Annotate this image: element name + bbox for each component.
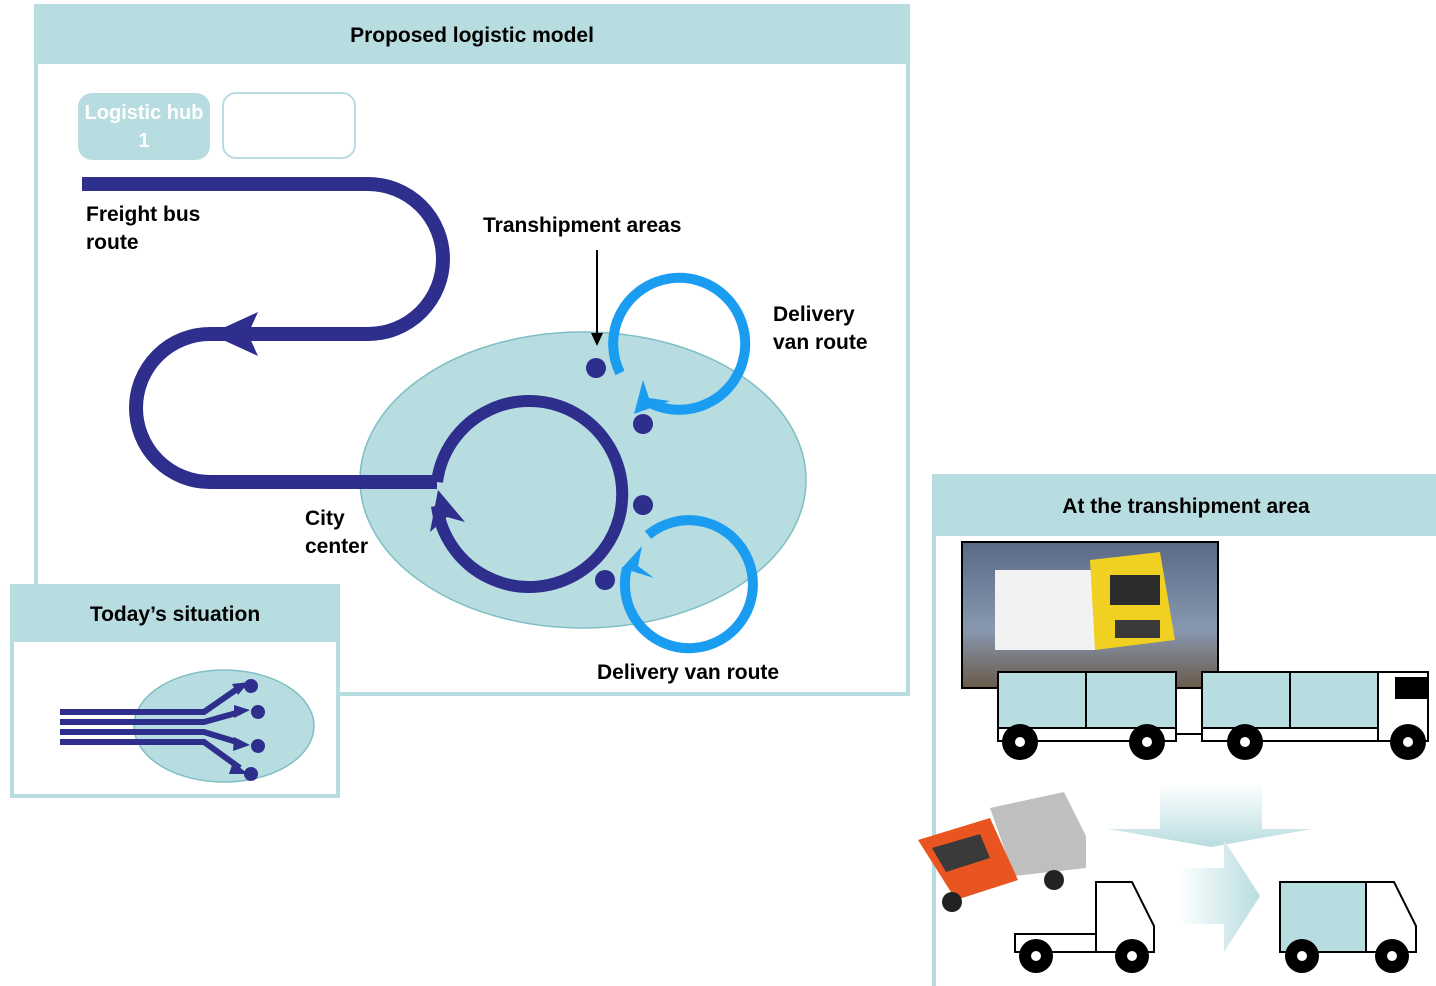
logistic-hub-1: Logistic hub 1	[78, 93, 210, 160]
freight-bus-route-label: Freight bus route	[86, 203, 201, 254]
today-city-zone	[133, 669, 315, 783]
today-route-3	[60, 729, 241, 746]
today-arrow-icon	[229, 762, 248, 774]
today-situation-title: Today’s situation	[14, 588, 336, 642]
freight-route-arrow-icon	[210, 312, 258, 356]
transhipment-pointer-arrow-icon	[591, 333, 603, 346]
today-arrow-icon	[234, 705, 250, 718]
today-delivery-dot	[251, 739, 265, 753]
delivery-van-route-bottom-label: Delivery van route	[597, 661, 780, 684]
city-center-label: City center	[305, 507, 369, 558]
today-arrow-icon	[233, 737, 250, 751]
delivery-van-route-upper	[608, 272, 751, 415]
today-delivery-dot	[244, 679, 258, 693]
van-route-lower-arrow-icon	[622, 546, 654, 578]
transhipment-area-title: At the transhipment area	[936, 478, 1436, 536]
logistic-hub-2	[222, 92, 356, 159]
delivery-van-route-lower	[619, 515, 758, 654]
transhipment-dot	[633, 495, 653, 515]
today-route-1	[60, 684, 242, 715]
van-route-upper-arrow-icon	[634, 380, 670, 414]
transhipment-dot	[595, 570, 615, 590]
proposed-model-title: Proposed logistic model	[38, 8, 906, 64]
today-situation-panel: Today’s situation	[10, 584, 340, 798]
city-loop-arrow-icon	[430, 490, 465, 532]
today-delivery-dot	[251, 705, 265, 719]
transhipment-areas-label: Transhipment areas	[483, 214, 682, 237]
today-route-4	[60, 739, 242, 771]
transhipment-area-panel: At the transhipment area	[932, 474, 1436, 986]
freight-bus-route	[82, 177, 450, 489]
delivery-van-route-top-label: Delivery van route	[773, 303, 868, 354]
today-delivery-dot	[244, 767, 258, 781]
today-situation-diagram	[60, 669, 315, 783]
today-route-2	[60, 709, 241, 725]
city-loop-route	[431, 395, 629, 593]
transhipment-dot	[633, 414, 653, 434]
transhipment-dot	[586, 358, 606, 378]
